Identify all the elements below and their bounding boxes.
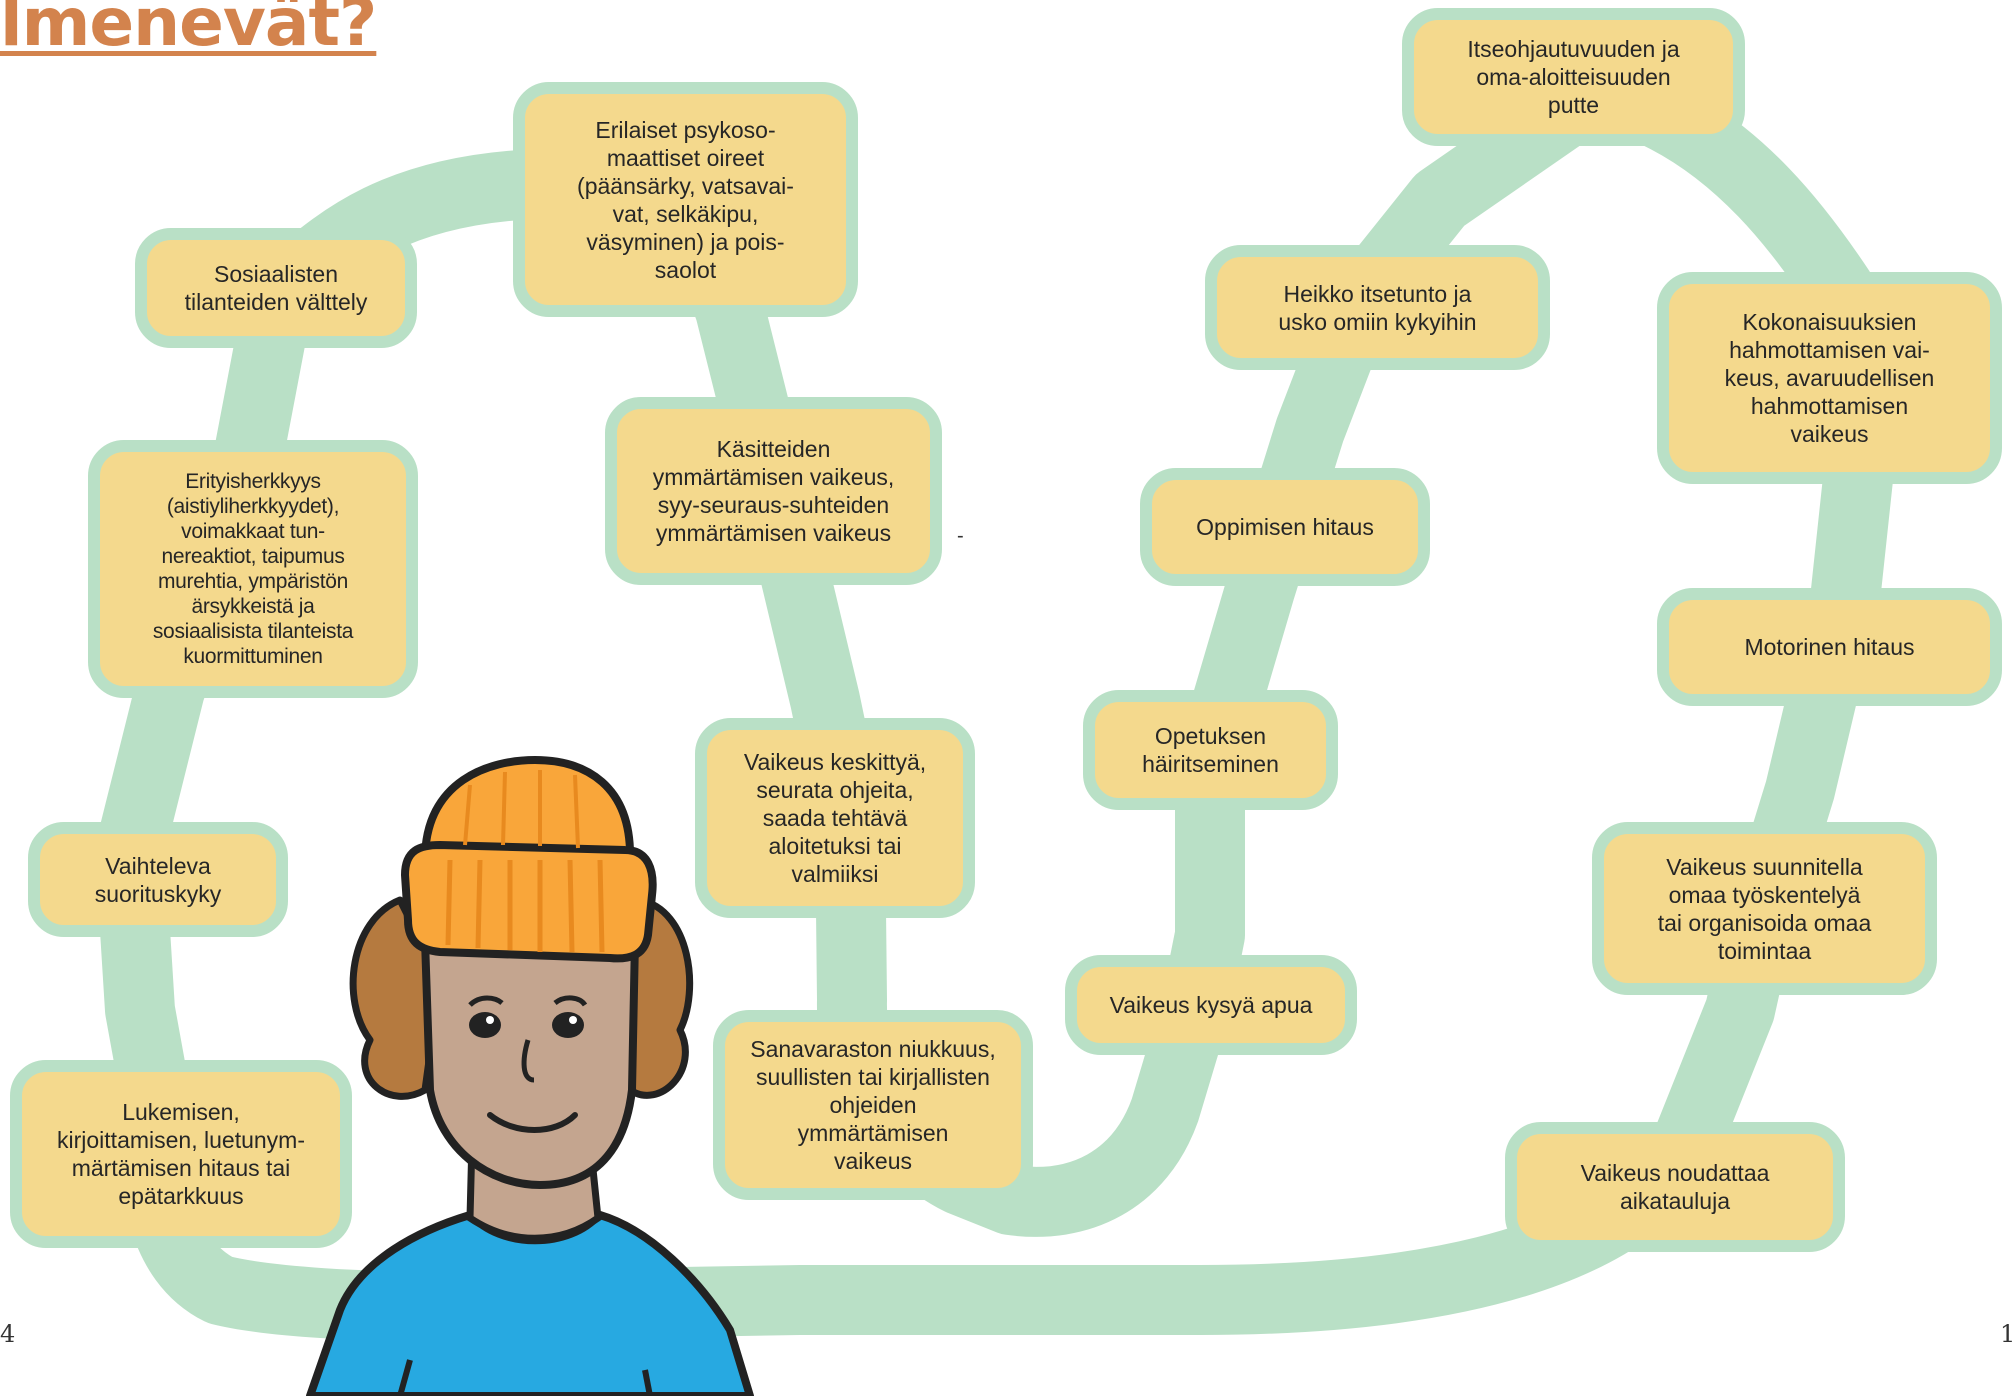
node-self-direction: Itseohjautuvuuden ja oma-aloitteisuuden … — [1402, 8, 1745, 146]
page-number-left: 4 — [0, 1320, 16, 1348]
node-vocabulary: Sanavaraston niukkuus, suullisten tai ki… — [713, 1010, 1033, 1200]
node-motor-slowness: Motorinen hitaus — [1657, 588, 2002, 706]
node-variable-performance: Vaihteleva suorituskyky — [28, 822, 288, 937]
beanie — [401, 755, 657, 963]
face — [421, 936, 639, 1189]
node-concepts: Käsitteiden ymmärtämisen vaikeus, syy-se… — [605, 397, 942, 585]
page-number-right: 1 — [2000, 1320, 2013, 1348]
node-perception: Kokonaisuuksien hahmottamisen vai- keus,… — [1657, 272, 2002, 484]
node-asking-help: Vaikeus kysyä apua — [1065, 955, 1357, 1055]
shirt — [306, 1211, 754, 1396]
node-schedules: Vaikeus noudattaa aikatauluja — [1505, 1122, 1845, 1252]
node-planning: Vaikeus suunnitella omaa työskentelyä ta… — [1592, 822, 1937, 995]
node-social-avoidance: Sosiaalisten tilanteiden välttely — [135, 228, 417, 348]
stray-dash: - — [957, 525, 964, 547]
page-heading: lmenevät? — [0, 0, 377, 61]
node-psychosomatic: Erilaiset psykoso- maattiset oireet (pää… — [513, 82, 858, 317]
node-slow-learning: Oppimisen hitaus — [1140, 468, 1430, 586]
node-disruption: Opetuksen häiritseminen — [1083, 690, 1338, 810]
node-concentration: Vaikeus keskittyä, seurata ohjeita, saad… — [695, 718, 975, 918]
node-sensitivity: Erityisherkkyys (aistiyliherkkyydet), vo… — [88, 440, 418, 698]
node-reading: Lukemisen, kirjoittamisen, luetunym- mär… — [10, 1060, 352, 1248]
node-self-esteem: Heikko itsetunto ja usko omiin kykyihin — [1205, 245, 1550, 370]
